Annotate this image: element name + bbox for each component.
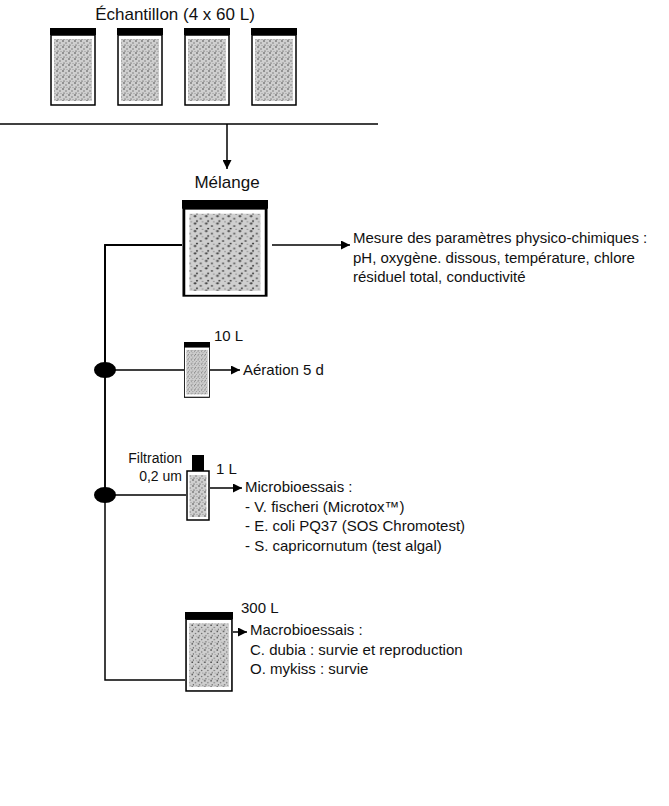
flow-connector	[210, 487, 242, 489]
microbioassay-list: Microbioessais :- V. fischeri (Microtox™…	[245, 477, 569, 555]
flow-connector	[105, 245, 186, 495]
sample-jug	[251, 28, 297, 105]
container-shape	[185, 612, 233, 692]
flow-connector	[272, 244, 350, 246]
container-label: 300 L	[241, 598, 301, 618]
filter-bottle: Filtration 0,2 um1 L	[186, 455, 210, 521]
macro-tank: 300 L	[185, 612, 233, 692]
container-outline	[187, 455, 209, 520]
sample-jug	[184, 28, 230, 105]
flow-connector	[105, 245, 184, 370]
node-text: C. dubia : survie et reproduction	[250, 640, 584, 660]
container-label: Filtration 0,2 um	[110, 449, 182, 485]
measure-note: Mesure des paramètres physico-chimiques …	[353, 228, 662, 287]
node-text: Échantillon (4 x 60 L)	[40, 0, 310, 26]
collector-line	[0, 123, 378, 125]
sample-group: Échantillon (4 x 60 L)	[40, 0, 310, 124]
flow-connector	[210, 369, 240, 371]
container-outline	[185, 612, 233, 691]
node-text: Macrobioessais :	[250, 620, 584, 640]
macrobioassay-list: Macrobioessais :C. dubia : survie et rep…	[250, 620, 584, 679]
container-outline	[184, 342, 210, 397]
node-text: Mélange	[182, 172, 272, 194]
node-text: - V. fischeri (Microtox™)	[245, 497, 569, 517]
container-label: 1 L	[216, 459, 256, 479]
container-shape	[182, 200, 268, 297]
valve-symbol	[94, 362, 116, 378]
container-label: 10 L	[214, 326, 264, 346]
node-text: Microbioessais :	[245, 477, 569, 497]
node-text: - S. capricornutum (test algal)	[245, 536, 569, 556]
process-note: Aération 5 d	[243, 360, 417, 380]
flow-connector	[226, 124, 228, 169]
node-text: - E. coli PQ37 (SOS Chromotest)	[245, 516, 569, 536]
node-text: O. mykiss : survie	[250, 659, 584, 679]
flow-connector	[233, 631, 247, 633]
mix-tank: Mélange	[182, 172, 272, 297]
valve-symbol	[94, 487, 116, 503]
flow-connector	[105, 245, 185, 680]
container-shape	[186, 455, 210, 521]
node-text: Mesure des paramètres physico-chimiques …	[353, 228, 662, 287]
sample-jug	[117, 28, 163, 105]
container-shape	[184, 342, 210, 398]
sample-jug	[50, 28, 96, 105]
container-outline	[182, 200, 268, 296]
aeration-tank: 10 L	[184, 342, 210, 398]
node-text: Aération 5 d	[243, 360, 417, 380]
